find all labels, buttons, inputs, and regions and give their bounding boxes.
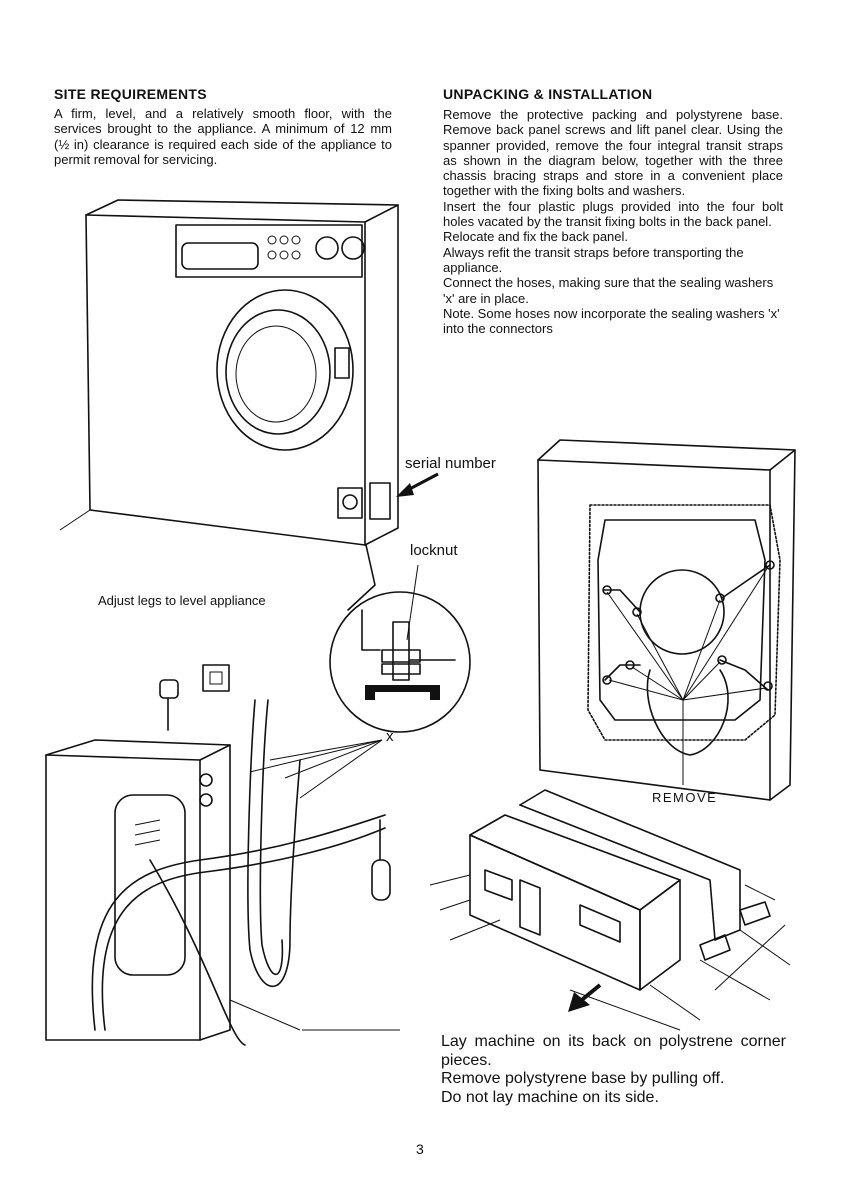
caption-line: Remove polystyrene base by pulling off. — [441, 1070, 725, 1087]
unpacking-paragraph: Relocate and fix the back panel. — [443, 229, 629, 245]
caption-line: Do not lay machine on its side. — [441, 1088, 659, 1106]
unpacking-paragraph: Connect the hoses, making sure that the … — [443, 275, 774, 306]
unpacking-text: Remove the protective packing and polyst… — [443, 107, 783, 336]
remove-label: REMOVE — [652, 790, 718, 805]
x-marker-label: x — [386, 728, 394, 745]
site-requirements-text: A firm, level, and a relatively smooth f… — [54, 106, 392, 167]
unpacking-paragraph: Note. Some hoses now incorporate the sea… — [443, 305, 780, 337]
unpacking-heading: UNPACKING & INSTALLATION — [443, 86, 653, 102]
serial-number-label: serial number — [405, 455, 496, 472]
locknut-label: locknut — [410, 542, 458, 559]
bottom-caption: Lay machine on its back on polystrene co… — [441, 1033, 786, 1107]
unpacking-paragraph: Remove the protective packing and polyst… — [443, 107, 783, 199]
unpacking-paragraph: Insert the four plastic plugs provided i… — [443, 198, 783, 230]
caption-line: Lay machine on its back on polystrene co… — [441, 1033, 786, 1069]
unpacking-paragraph: Always refit the transit straps before t… — [443, 244, 744, 275]
page-number: 3 — [416, 1141, 424, 1157]
site-requirements-heading: SITE REQUIREMENTS — [54, 86, 207, 102]
adjust-legs-label: Adjust legs to level appliance — [98, 593, 266, 608]
